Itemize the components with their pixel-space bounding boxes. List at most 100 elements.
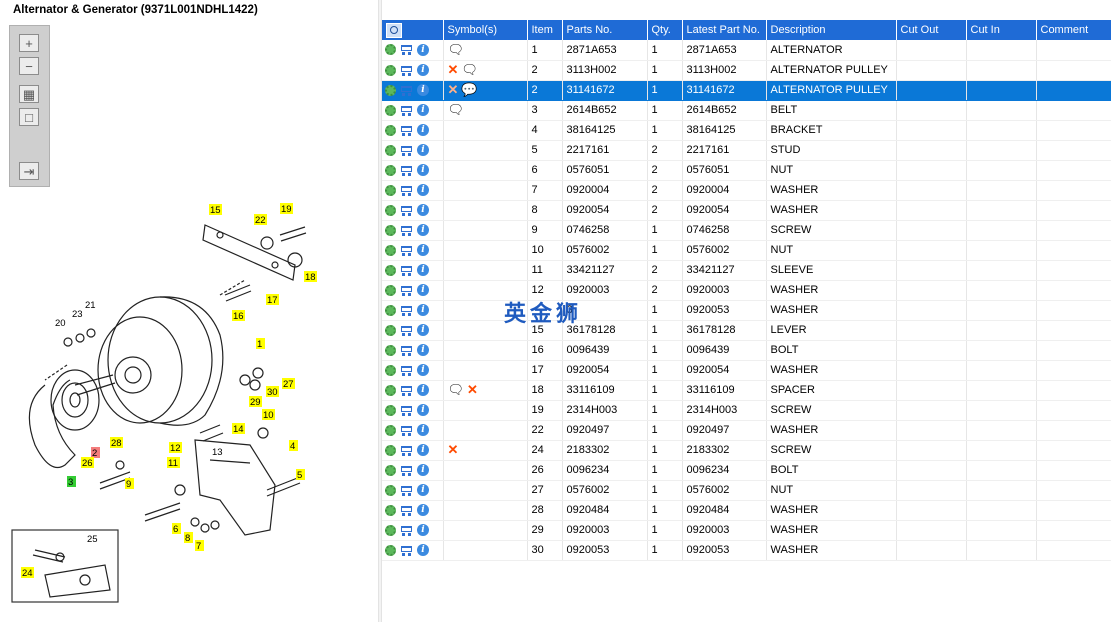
- info-icon[interactable]: i: [417, 164, 429, 177]
- note-icon[interactable]: 🗨: [447, 382, 465, 397]
- callout-label[interactable]: 2: [92, 448, 97, 459]
- info-icon[interactable]: i: [417, 104, 429, 117]
- cart-icon[interactable]: [399, 44, 414, 56]
- cross-icon[interactable]: ✕: [447, 82, 459, 97]
- callout-marker[interactable]: [110, 437, 123, 448]
- zoom-out-button[interactable]: −: [19, 57, 39, 75]
- callout-marker[interactable]: [67, 476, 76, 487]
- callout-label[interactable]: 28: [111, 438, 122, 449]
- callout-marker[interactable]: [184, 532, 193, 543]
- cart-icon[interactable]: [399, 325, 414, 336]
- cart-icon[interactable]: [399, 225, 414, 236]
- callout-marker[interactable]: [262, 409, 275, 420]
- info-icon[interactable]: i: [417, 484, 429, 497]
- callout-marker[interactable]: [280, 203, 293, 214]
- gear-icon[interactable]: [385, 84, 396, 96]
- cart-icon[interactable]: [399, 145, 414, 156]
- gear-icon[interactable]: [385, 224, 396, 236]
- gears-icon[interactable]: [385, 104, 396, 116]
- column-header-actions[interactable]: [382, 20, 444, 40]
- callout-label[interactable]: 11: [168, 458, 178, 469]
- callout-label[interactable]: 16: [233, 311, 244, 322]
- diagram-pane[interactable]: [0, 20, 378, 622]
- callout-marker[interactable]: [81, 457, 94, 468]
- column-header-item[interactable]: Item: [527, 20, 563, 40]
- note-icon[interactable]: 🗨: [447, 102, 465, 117]
- column-header-parts-no[interactable]: Parts No.: [562, 20, 648, 40]
- info-icon[interactable]: i: [417, 284, 429, 297]
- gear-icon[interactable]: [385, 504, 396, 516]
- cart-icon[interactable]: [399, 185, 414, 196]
- cart-icon[interactable]: [399, 165, 414, 176]
- gear-icon[interactable]: [385, 124, 396, 136]
- callout-label[interactable]: 4: [290, 441, 295, 452]
- gear-icon[interactable]: [385, 364, 396, 376]
- callout-marker[interactable]: [266, 386, 279, 397]
- cart-icon[interactable]: [399, 445, 414, 456]
- cart-icon[interactable]: [399, 85, 414, 96]
- callout-marker[interactable]: [296, 469, 305, 480]
- export-button[interactable]: ⇥: [19, 162, 39, 180]
- info-icon[interactable]: i: [417, 324, 429, 337]
- cart-icon[interactable]: [399, 405, 414, 416]
- callout-label[interactable]: 13: [212, 447, 223, 458]
- info-icon[interactable]: i: [417, 43, 429, 56]
- callout-label[interactable]: 5: [297, 470, 302, 481]
- callout-marker[interactable]: [125, 478, 134, 489]
- gear-icon[interactable]: [385, 64, 396, 76]
- callout-label[interactable]: 12: [170, 443, 181, 454]
- info-icon[interactable]: i: [417, 444, 429, 457]
- zoom-in-button[interactable]: +: [19, 34, 39, 52]
- callout-label[interactable]: 15: [210, 205, 221, 216]
- callout-label[interactable]: 29: [250, 397, 261, 408]
- cart-icon[interactable]: [399, 505, 414, 516]
- callout-label[interactable]: 22: [255, 215, 266, 226]
- column-header-symbols[interactable]: Symbol(s): [443, 20, 528, 40]
- callout-label[interactable]: 26: [82, 458, 93, 469]
- info-icon[interactable]: i: [417, 384, 429, 397]
- cart-icon[interactable]: [399, 245, 414, 256]
- pane-splitter[interactable]: [378, 0, 382, 622]
- gear-icon[interactable]: [385, 44, 396, 56]
- gear-icon[interactable]: [385, 444, 396, 456]
- callout-marker[interactable]: [232, 310, 245, 321]
- search-icon[interactable]: [386, 22, 402, 38]
- note-icon[interactable]: 🗨: [447, 41, 465, 57]
- info-icon[interactable]: i: [417, 84, 429, 97]
- actual-size-button[interactable]: □: [19, 108, 39, 126]
- column-header-latest-part-no[interactable]: Latest Part No.: [682, 20, 767, 40]
- column-header-comment[interactable]: Comment: [1036, 20, 1111, 40]
- callout-label[interactable]: 18: [305, 272, 316, 283]
- info-icon[interactable]: i: [417, 424, 429, 437]
- info-icon[interactable]: i: [417, 264, 429, 277]
- callout-marker[interactable]: [195, 540, 204, 551]
- callout-marker[interactable]: [91, 447, 100, 458]
- gear-icon[interactable]: [385, 284, 396, 296]
- gear-icon[interactable]: [385, 464, 396, 476]
- callout-label[interactable]: 14: [233, 424, 244, 435]
- column-header-cut-in[interactable]: Cut In: [966, 20, 1037, 40]
- callout-label[interactable]: 19: [281, 204, 292, 215]
- info-icon[interactable]: i: [417, 344, 429, 357]
- info-icon[interactable]: i: [417, 204, 429, 217]
- note-filled-icon[interactable]: 💬: [461, 82, 478, 97]
- gear-icon[interactable]: [385, 544, 396, 556]
- cart-icon[interactable]: [399, 465, 414, 476]
- column-header-cut-out[interactable]: Cut Out: [896, 20, 967, 40]
- callout-label[interactable]: 20: [55, 318, 66, 329]
- callout-marker[interactable]: [254, 214, 267, 225]
- info-icon[interactable]: i: [417, 504, 429, 517]
- info-icon[interactable]: i: [417, 364, 429, 377]
- callout-marker[interactable]: [232, 423, 245, 434]
